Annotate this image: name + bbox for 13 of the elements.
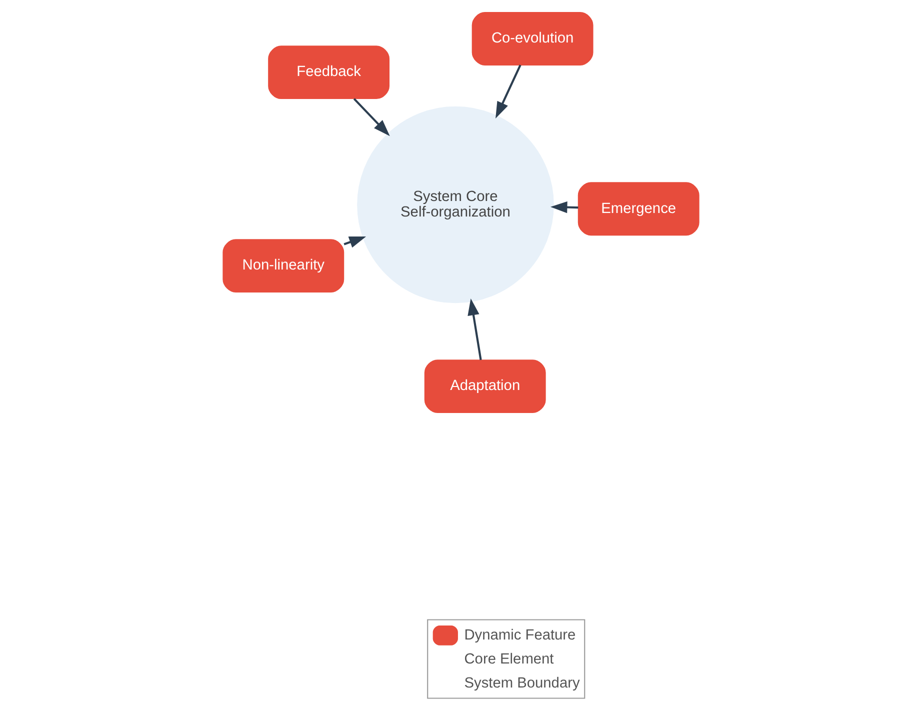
- arrow: [353, 98, 390, 136]
- node-box: Co-evolution: [472, 12, 594, 66]
- arrow: [550, 201, 578, 214]
- legend-label: Dynamic Feature: [464, 627, 576, 644]
- node-box: Emergence: [578, 182, 700, 236]
- node-box: Adaptation: [424, 360, 546, 413]
- legend-label: Core Element: [464, 651, 554, 668]
- node-box: Non-linearity: [222, 239, 344, 292]
- node-circle: System Core Self-organization: [357, 106, 554, 304]
- arrow: [496, 64, 522, 119]
- node-box: Feedback: [268, 46, 390, 100]
- arrow: [468, 298, 482, 360]
- legend-label: System Boundary: [464, 675, 580, 692]
